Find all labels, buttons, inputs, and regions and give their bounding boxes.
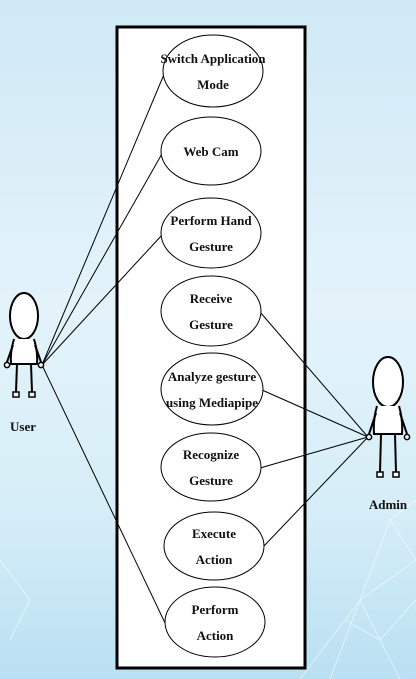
use-case-label: Action xyxy=(196,552,234,567)
use-case-label: Action xyxy=(197,628,235,643)
use-case-analyze-gesture[interactable]: Analyze gesture using Mediapipe xyxy=(160,352,264,426)
use-case-label: using Mediapipe xyxy=(166,395,258,410)
user-right-arm xyxy=(34,344,42,363)
user-left-foot xyxy=(12,391,20,398)
user-left-hand xyxy=(3,361,11,369)
admin-right-leg xyxy=(394,433,397,473)
admin-association-analyze-gesture xyxy=(261,389,369,438)
admin-actor[interactable]: Admin xyxy=(365,356,411,512)
admin-left-leg xyxy=(379,433,382,473)
use-case-label: Perform Hand xyxy=(170,213,252,228)
use-case-label: Perform xyxy=(192,602,239,617)
use-case-label: Switch Application xyxy=(160,51,266,66)
user-body xyxy=(9,338,39,365)
admin-label: Admin xyxy=(369,497,408,512)
admin-right-hand xyxy=(403,433,411,441)
association-lines xyxy=(41,71,369,626)
admin-left-foot xyxy=(376,471,384,478)
user-actor[interactable]: User xyxy=(3,292,45,434)
use-case-label: Gesture xyxy=(189,239,233,254)
admin-body xyxy=(372,405,404,435)
user-left-leg xyxy=(15,363,18,393)
admin-association-recognize-gesture xyxy=(259,436,369,469)
use-case-ellipse xyxy=(160,197,262,269)
user-label: User xyxy=(10,419,36,434)
admin-right-arm xyxy=(399,412,408,435)
use-case-label: Web Cam xyxy=(183,144,238,159)
user-head xyxy=(9,292,39,340)
use-case-label: Mode xyxy=(197,77,229,92)
use-case-web-cam[interactable]: Web Cam xyxy=(160,116,262,186)
admin-left-hand xyxy=(365,433,373,441)
user-right-foot xyxy=(28,391,36,398)
use-case-label: Analyze gesture xyxy=(168,369,256,384)
user-left-arm xyxy=(6,344,14,363)
use-case-ellipse xyxy=(160,275,262,347)
admin-head xyxy=(372,356,404,408)
user-right-hand xyxy=(37,361,45,369)
use-case-ellipse xyxy=(163,511,265,581)
use-case-ellipse xyxy=(160,116,262,186)
admin-right-foot xyxy=(392,471,400,478)
use-case-ellipse xyxy=(164,586,266,658)
use-case-label: Gesture xyxy=(189,317,233,332)
user-right-leg xyxy=(30,363,33,393)
use-case-ellipse xyxy=(162,34,264,108)
user-association-switch-application-mode xyxy=(41,71,166,366)
user-association-perform-action xyxy=(41,364,167,626)
admin-association-receive-gesture xyxy=(259,311,369,438)
use-case-label: Execute xyxy=(192,526,236,541)
use-case-label: Recognize xyxy=(183,447,240,462)
use-case-ellipse xyxy=(160,352,264,426)
use-case-label: Receive xyxy=(190,291,233,306)
use-case-label: Gesture xyxy=(189,473,233,488)
user-association-perform-hand-gesture xyxy=(41,234,163,366)
admin-left-arm xyxy=(368,412,377,435)
admin-association-execute-action xyxy=(262,436,369,548)
use-case-ellipse xyxy=(160,432,262,502)
user-association-web-cam xyxy=(41,151,164,366)
